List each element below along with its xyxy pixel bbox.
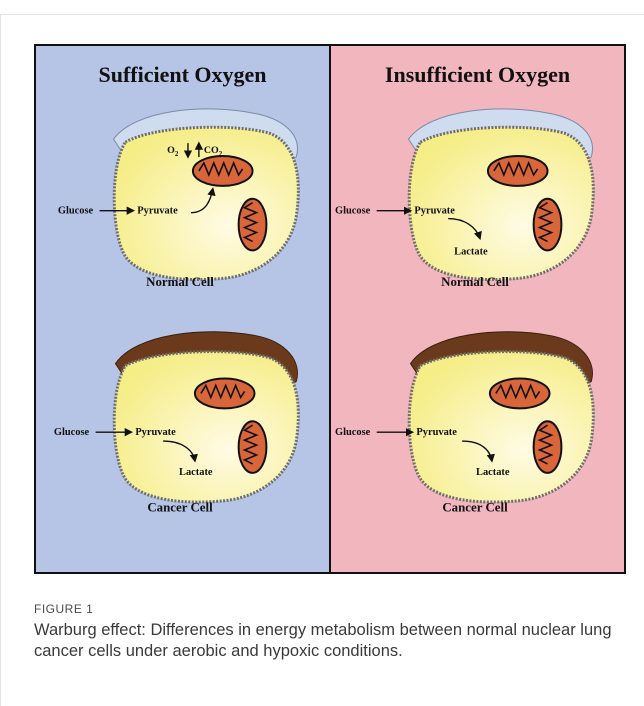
mitochondrion-icon	[239, 421, 267, 473]
mitochondrion-icon	[490, 379, 550, 409]
lactate-label: Lactate	[476, 467, 510, 478]
left-divider	[0, 14, 1, 706]
mitochondrion-icon	[239, 199, 267, 251]
cancer-cell: Glucose Pyruvate Lactate Cancer Cell	[335, 332, 593, 515]
pyruvate-label: Pyruvate	[414, 206, 455, 217]
lactate-label: Lactate	[179, 467, 213, 478]
cytoplasm	[409, 127, 593, 279]
pyruvate-label: Pyruvate	[135, 427, 176, 438]
mitochondrion-icon	[195, 379, 255, 409]
mitochondrion-icon	[193, 156, 253, 186]
normal-cell: Glucose Pyruvate Lactate Normal Cell	[335, 109, 593, 289]
top-divider	[0, 14, 644, 15]
glucose-label: Glucose	[54, 427, 90, 438]
panel-insufficient-oxygen: Insufficient Oxygen	[331, 46, 624, 572]
pyruvate-label: Pyruvate	[416, 427, 457, 438]
glucose-label: Glucose	[335, 427, 371, 438]
panel-sufficient-oxygen: Sufficient Oxygen	[36, 46, 331, 572]
mitochondrion-icon	[488, 156, 548, 186]
glucose-label: Glucose	[58, 206, 94, 217]
lactate-label: Lactate	[454, 246, 488, 257]
figure-frame: Sufficient Oxygen	[34, 44, 626, 574]
figure-caption: Warburg effect: Differences in energy me…	[34, 620, 624, 662]
sufficient-oxygen-diagram: O2 CO2 Glucose Pyruvate Normal Cell	[36, 46, 329, 572]
cell-label: Cancer Cell	[442, 500, 508, 515]
mitochondrion-icon	[534, 421, 562, 473]
glucose-label: Glucose	[335, 206, 371, 217]
pyruvate-label: Pyruvate	[137, 206, 178, 217]
insufficient-oxygen-diagram: Glucose Pyruvate Lactate Normal Cell	[331, 46, 624, 572]
cell-label: Cancer Cell	[147, 500, 213, 515]
figure-label: FIGURE 1	[34, 602, 93, 616]
cell-label: Normal Cell	[441, 274, 509, 289]
cancer-cell: Glucose Pyruvate Lactate Cancer Cell	[54, 332, 298, 515]
normal-cell: O2 CO2 Glucose Pyruvate Normal Cell	[58, 109, 298, 289]
mitochondrion-icon	[534, 199, 562, 251]
cell-label: Normal Cell	[146, 274, 214, 289]
